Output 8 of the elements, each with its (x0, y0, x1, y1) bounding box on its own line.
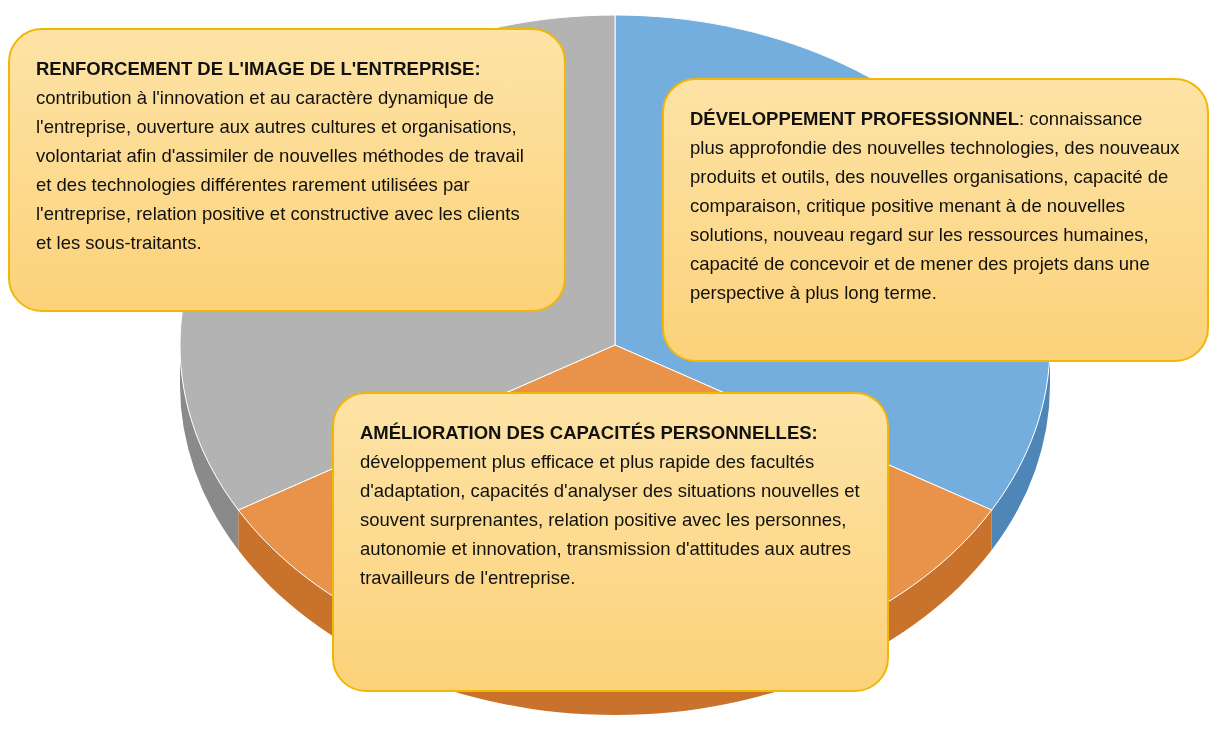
text-callout-box (8, 28, 566, 312)
box-heading: RENFORCEMENT DE L'IMAGE DE L'ENTREPRISE: (36, 57, 482, 81)
box-description: contribution à l'innovation et au caractère dynamique de l'entreprise, ouverture aux autres cultures et organisations, volontariat afin d'assimiler de nouvelles méthodes de travail et des technologies différentes rarement utilisées par l'entreprise, relation positive et constructive avec les clients et les sous-traitants. (36, 86, 525, 255)
box-description: DÉVELOPPEMENT PROFESSIONNEL: connaissance plus approfondie des nouvelles technologies, des nouveaux produits et outils, des nouvelles organisations, capacité de comparaison, critique positive menant à de nouvelles solutions, nouveau regard sur les ressources humaines, capacité de concevoir et de mener des projets dans une perspective à plus long terme. (690, 107, 1181, 305)
box-heading: AMÉLIORATION DES CAPACITÉS PERSONNELLES: (360, 421, 819, 445)
box-description: développement plus efficace et plus rapide des facultés d'adaptation, capacités d'analyser des situations nouvelles et souvent surprenantes, relation positive avec les personnes, autonomie et innovation, transmission d'attitudes aux autres travailleurs de l'entreprise. (360, 450, 861, 590)
text-callout-box (332, 392, 889, 692)
text-callout-box (662, 78, 1209, 362)
